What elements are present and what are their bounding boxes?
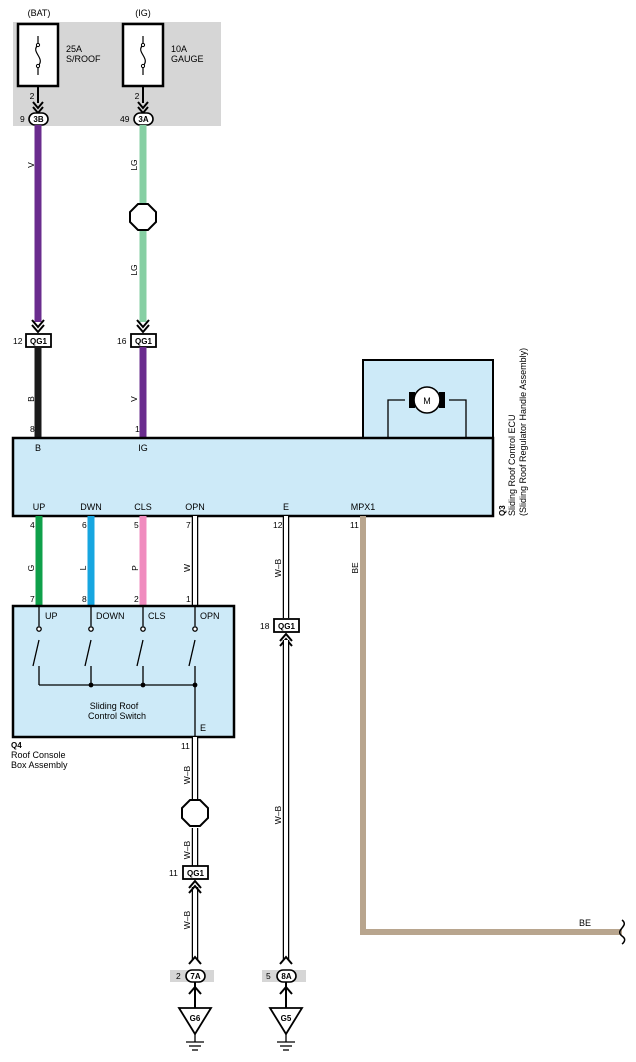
fuse-sroof-amp: 25A (66, 44, 82, 54)
switch-pin-11: 11 (181, 741, 190, 751)
fuse-supply-ig: (IG) (135, 8, 151, 18)
switch-label-cls: CLS (148, 611, 166, 621)
switch-code: Q4 (11, 741, 22, 750)
fuse-gauge-name: GAUGE (171, 54, 204, 64)
wire-break-symbol (619, 919, 626, 945)
wire-label-be-vert: BE (350, 562, 360, 574)
connector-qg1-ig-label: QG1 (135, 337, 152, 346)
ecu-pin-4: 4 (30, 520, 35, 530)
switch-pin-8: 8 (82, 594, 87, 604)
connector-qg1-bat-label: QG1 (30, 337, 47, 346)
ground-g5-label: G5 (281, 1014, 292, 1023)
ecu-pin-label-e: E (283, 502, 289, 512)
ecu-pin-label-mpx1: MPX1 (351, 502, 376, 512)
ecu-pin-label-cls: CLS (134, 502, 152, 512)
ground-g6 (177, 1007, 213, 1051)
connector-3a: 3A (138, 115, 148, 124)
ecu-pin-5: 5 (134, 520, 139, 530)
wire-label-wb-switch-3: W–B (182, 910, 192, 929)
switch-pin-7: 7 (30, 594, 35, 604)
fuse-gauge-amp: 10A (171, 44, 187, 54)
switch-pin-1: 1 (186, 594, 191, 604)
ecu-pin-label-b: B (35, 443, 41, 453)
junction-octagon-lg (129, 203, 157, 231)
ecu-pin-11: 11 (350, 520, 359, 530)
wire-label-wb-ecu-1: W–B (273, 558, 283, 577)
ground-g5 (268, 1007, 304, 1051)
wire-label-v-ig: V (129, 396, 139, 402)
fuse-gauge-pin: 2 (135, 91, 140, 101)
connector-qg1-e-pin: 18 (260, 621, 270, 631)
wire-label-wb-switch-1: W–B (182, 765, 192, 784)
fuse-supply-bat: (BAT) (28, 8, 51, 18)
wire-label-lg-top: LG (129, 159, 139, 170)
wire-label-g: G (26, 565, 36, 572)
connector-qg1-sw-pin: 11 (169, 868, 178, 878)
ecu-title: Sliding Roof Control ECU (507, 414, 517, 516)
motor-label: M (423, 396, 431, 406)
wire-label-p: P (130, 565, 140, 571)
connector-qg1-bat-pin: 12 (13, 336, 23, 346)
wire-label-be-horiz: BE (579, 918, 591, 928)
fuse-gauge (121, 22, 165, 88)
connector-8a: 8A (281, 972, 291, 981)
ecu-pin-12: 12 (273, 520, 283, 530)
connector-qg1-e (273, 618, 300, 633)
ecu-pin-1: 1 (135, 424, 140, 434)
ecu-code: Q3 (498, 505, 507, 516)
ecu-body (11, 436, 495, 518)
switch-name-1: Roof Console (11, 750, 66, 760)
fuse-sroof-pin: 2 (30, 91, 35, 101)
wire-label-lg-bottom: LG (129, 264, 139, 275)
fuse-sroof (16, 22, 60, 88)
switch-contacts (32, 606, 198, 737)
connector-qg1-ig-pin: 16 (117, 336, 127, 346)
ecu-pin-8: 8 (30, 424, 35, 434)
ecu-subtitle: (Sliding Roof Regulator Handle Assembly) (518, 348, 528, 516)
connector-3b-pin: 9 (20, 114, 25, 124)
wire-label-wb-switch-2: W–B (182, 840, 192, 859)
ecu-pin-label-opn: OPN (185, 502, 205, 512)
switch-label-opn: OPN (200, 611, 220, 621)
ecu-pin-label-up: UP (33, 502, 46, 512)
connector-qg1-e-label: QG1 (278, 622, 295, 631)
ecu-pin-6: 6 (82, 520, 87, 530)
wire-label-wb-ecu-2: W–B (273, 805, 283, 824)
switch-pin-2: 2 (134, 594, 139, 604)
connector-8a-pin: 5 (266, 971, 271, 981)
connector-7a-pin: 2 (176, 971, 181, 981)
wire-label-b: B (26, 396, 36, 402)
connector-qg1-sw-label: QG1 (187, 869, 204, 878)
connector-3a-pin: 49 (120, 114, 130, 124)
switch-label-e: E (200, 723, 206, 733)
wire-label-v-top: V (26, 162, 36, 168)
connector-3b: 3B (33, 115, 43, 124)
motor-symbol (413, 386, 441, 414)
switch-title-2: Control Switch (88, 711, 146, 721)
connector-7a: 7A (190, 972, 200, 981)
junction-octagon-wb (181, 799, 209, 827)
switch-name-2: Box Assembly (11, 760, 68, 770)
wire-label-l: L (78, 565, 88, 570)
wire-label-w: W (182, 564, 192, 572)
ecu-pin-label-dwn: DWN (80, 502, 102, 512)
switch-label-down: DOWN (96, 611, 125, 621)
connector-qg1-sw (182, 865, 209, 880)
ground-g6-label: G6 (190, 1014, 201, 1023)
fuse-sroof-name: S/ROOF (66, 54, 101, 64)
ecu-pin-label-ig: IG (138, 443, 148, 453)
switch-label-up: UP (45, 611, 58, 621)
ecu-pin-7: 7 (186, 520, 191, 530)
switch-title-1: Sliding Roof (90, 701, 139, 711)
